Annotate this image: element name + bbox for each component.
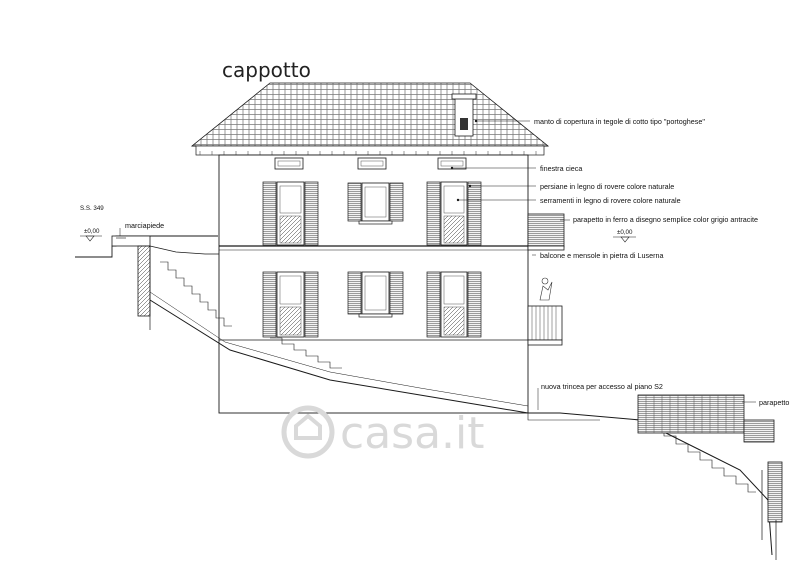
note-parapet: parapetto	[759, 398, 789, 407]
note-frames: serramenti in legno di rovere colore nat…	[540, 196, 681, 205]
road-label: S.S. 349	[80, 205, 104, 212]
note-balcony: balcone e mensole in pietra di Luserna	[540, 251, 663, 260]
road-section	[75, 235, 219, 330]
level-right-label: ±0,00	[617, 229, 633, 236]
note-roof: manto di copertura in tegole di cotto ti…	[534, 117, 705, 126]
parapet-wall	[637, 394, 783, 560]
house-logo-icon	[281, 405, 335, 459]
person-figure	[539, 281, 553, 301]
sidewalk-label: marciapiede	[125, 221, 164, 230]
roof	[190, 82, 550, 156]
blind-windows	[274, 157, 467, 170]
lower-windows	[262, 271, 482, 338]
leader-arrows	[450, 119, 478, 202]
balconies	[527, 213, 565, 346]
chimney	[451, 93, 477, 137]
watermark-brand: casa.it	[340, 408, 485, 459]
note-parapet-iron: parapetto in ferro a disegno semplice co…	[573, 215, 758, 224]
note-shutters: persiane in legno di rovere colore natur…	[540, 182, 674, 191]
drawing-title: cappotto	[222, 58, 311, 82]
watermark: casa.it	[281, 405, 485, 459]
note-trench: nuova trincea per accesso al piano S2	[541, 382, 663, 391]
note-blind-window: finestra cieca	[540, 164, 582, 173]
leader-lines	[119, 120, 756, 410]
level-left-label: ±0,00	[84, 228, 100, 235]
level-marker-right	[613, 236, 636, 243]
upper-windows	[262, 181, 482, 246]
